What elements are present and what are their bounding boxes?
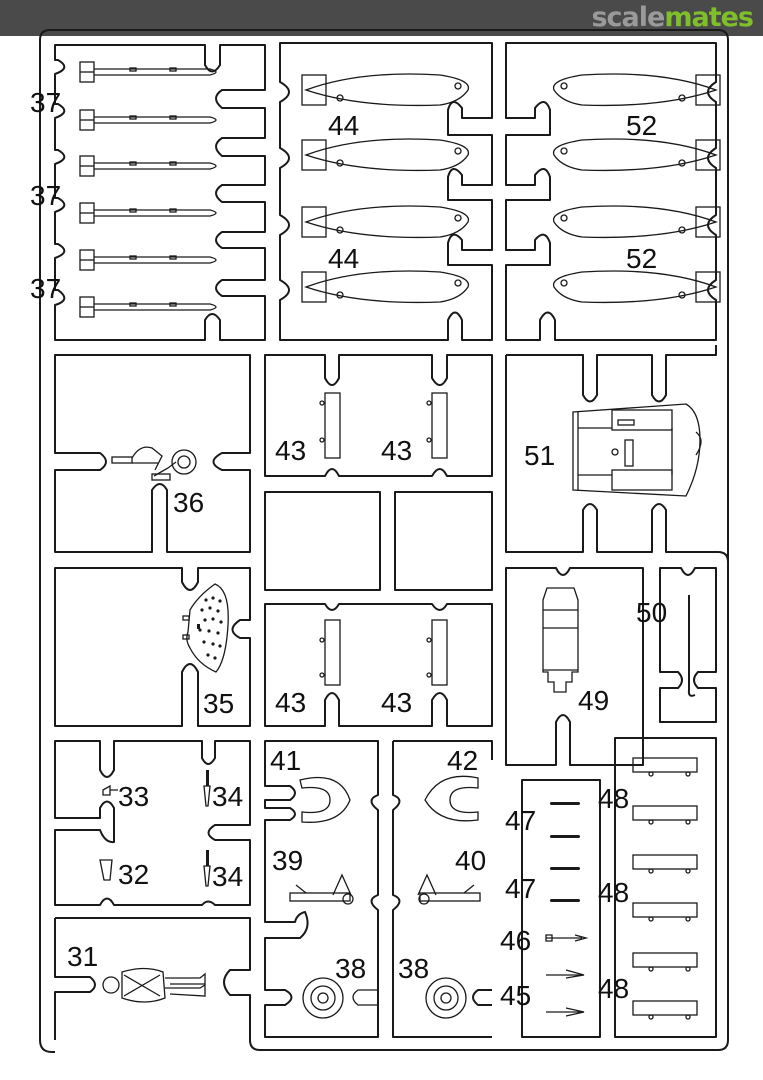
part-label-37: 37: [30, 87, 61, 118]
part-45-47-group: 47 47 46 45: [500, 779, 601, 1038]
part-label-38: 38: [335, 953, 366, 984]
sprue-left-runner-end: [39, 1039, 55, 1053]
part-label-39: 39: [272, 845, 303, 876]
part-label-35: 35: [203, 688, 234, 719]
part-label-48: 48: [598, 783, 629, 814]
part-label-48: 48: [598, 877, 629, 908]
part-49-group: 49: [505, 567, 644, 766]
part-31-group: 31: [54, 917, 251, 1040]
part-label-38: 38: [398, 953, 429, 984]
part-44-group: 44 44: [279, 42, 493, 341]
part-37-group: 37 37 37: [30, 44, 266, 341]
part-label-51: 51: [524, 440, 555, 471]
part-label-33: 33: [118, 781, 149, 812]
scalemates-logo[interactable]: scalemates: [591, 2, 754, 33]
part-35-group: 35: [54, 567, 251, 727]
part-label-36: 36: [173, 487, 204, 518]
part-label-49: 49: [578, 685, 609, 716]
part-label-43: 43: [381, 435, 412, 466]
part-label-48: 48: [598, 973, 629, 1004]
part-50-group: 50: [636, 567, 717, 723]
part-label-32: 32: [118, 859, 149, 890]
part-32-34-group: 33 34 32 34: [54, 740, 251, 906]
part-43-top-group: 43 43: [264, 354, 493, 477]
sprue-outer-frame: [39, 29, 729, 1051]
part-48-group: 48 48 48: [598, 737, 717, 1038]
part-label-37: 37: [30, 180, 61, 211]
part-label-43: 43: [381, 687, 412, 718]
empty-sprue-block: [264, 491, 381, 591]
part-label-43: 43: [275, 435, 306, 466]
part-label-44: 44: [328, 110, 359, 141]
part-label-52: 52: [626, 243, 657, 274]
part-52-group: 52 52: [505, 42, 721, 341]
empty-sprue-block: [394, 491, 493, 591]
part-label-44: 44: [328, 243, 359, 274]
part-label-37: 37: [30, 273, 61, 304]
part-43-bottom-group: 43 43: [264, 603, 493, 727]
part-label-34: 34: [212, 861, 243, 892]
part-39-41-38-group: 41 39 38: [264, 740, 379, 1038]
part-label-40: 40: [455, 845, 486, 876]
part-label-43: 43: [275, 687, 306, 718]
part-label-41: 41: [270, 745, 301, 776]
part-label-42: 42: [447, 745, 478, 776]
part-label-52: 52: [626, 110, 657, 141]
part-label-34: 34: [212, 781, 243, 812]
part-label-47: 47: [505, 873, 536, 904]
part-label-46: 46: [500, 925, 531, 956]
part-label-45: 45: [500, 980, 531, 1011]
part-label-50: 50: [636, 597, 667, 628]
part-40-42-38-group: 42 40 38: [392, 740, 493, 1038]
part-label-47: 47: [505, 805, 536, 836]
part-51-group: 51: [505, 345, 729, 563]
part-36-group: 36: [54, 354, 251, 553]
part-label-31: 31: [67, 941, 98, 972]
